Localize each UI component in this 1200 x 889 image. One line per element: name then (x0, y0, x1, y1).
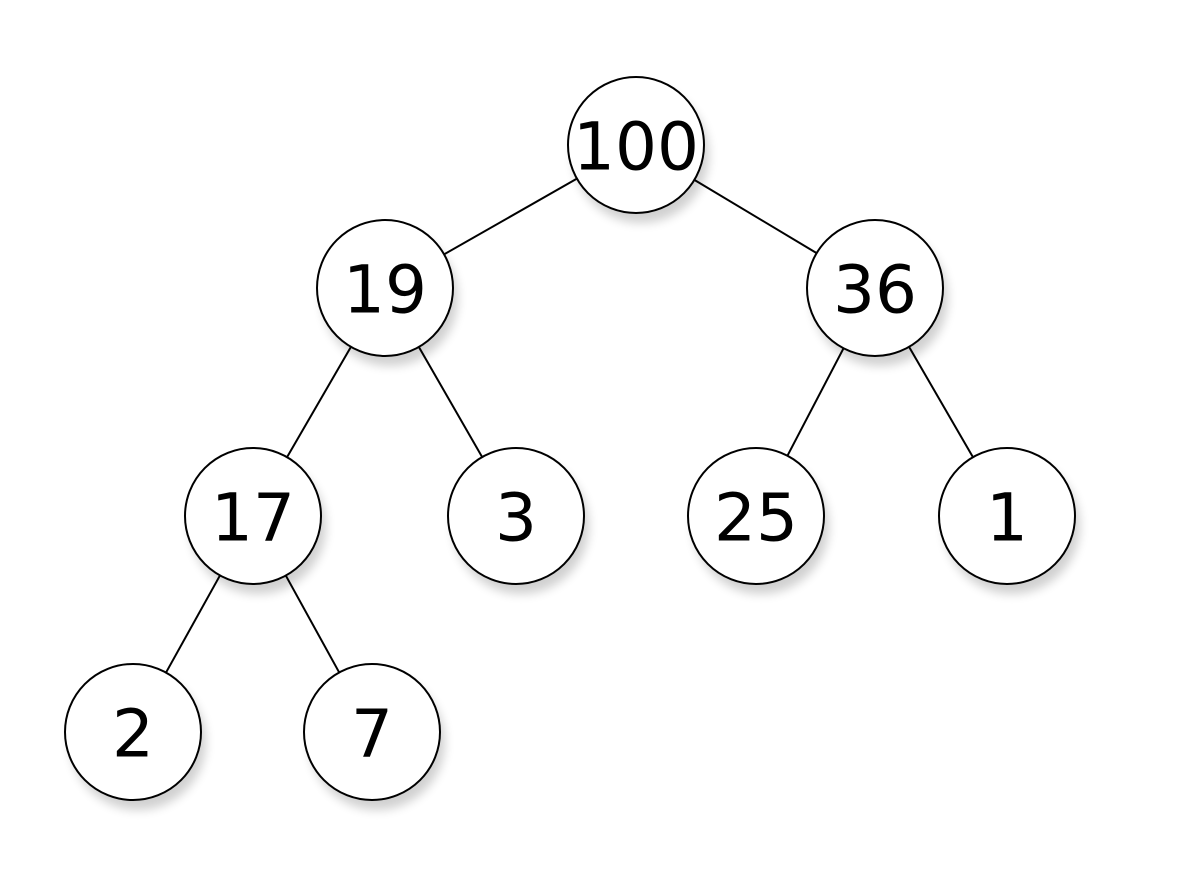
tree-node-25: 25 (687, 447, 829, 594)
tree-edge-19-17 (286, 346, 352, 458)
nodes-layer: 100 19 36 17 3 25 1 2 7 (64, 76, 1080, 810)
tree-node-2: 2 (64, 663, 206, 810)
tree-edge-17-7 (284, 575, 341, 673)
node-circle (64, 663, 202, 801)
tree-node-36: 36 (806, 219, 948, 366)
node-value-label: 1 (986, 480, 1028, 557)
node-circle (303, 663, 441, 801)
tree-edge-36-25 (786, 347, 845, 457)
node-value-label: 17 (211, 480, 295, 557)
node-circle (938, 447, 1076, 585)
node-circle (316, 219, 454, 357)
tree-node-19: 19 (316, 219, 458, 366)
node-value-label: 2 (112, 696, 154, 773)
node-value-label: 100 (573, 109, 699, 186)
node-circle (184, 447, 322, 585)
tree-edge-36-1 (908, 346, 974, 458)
node-circle (687, 447, 825, 585)
node-circle (806, 219, 944, 357)
tree-node-7: 7 (303, 663, 445, 810)
edges-layer (165, 177, 974, 674)
node-value-label: 25 (714, 480, 798, 557)
tree-node-1: 1 (938, 447, 1080, 594)
node-value-label: 3 (495, 480, 537, 557)
tree-node-3: 3 (447, 447, 589, 594)
tree-edge-100-36 (693, 179, 818, 254)
node-circle (447, 447, 585, 585)
tree-node-100: 100 (567, 76, 709, 223)
node-value-label: 19 (343, 252, 427, 329)
tree-edge-19-3 (418, 346, 483, 458)
node-value-label: 36 (833, 252, 917, 329)
node-value-label: 7 (351, 696, 393, 773)
tree-edge-100-19 (443, 177, 578, 256)
tree-edge-17-2 (165, 574, 221, 674)
node-circle (567, 76, 705, 214)
tree-node-17: 17 (184, 447, 326, 594)
